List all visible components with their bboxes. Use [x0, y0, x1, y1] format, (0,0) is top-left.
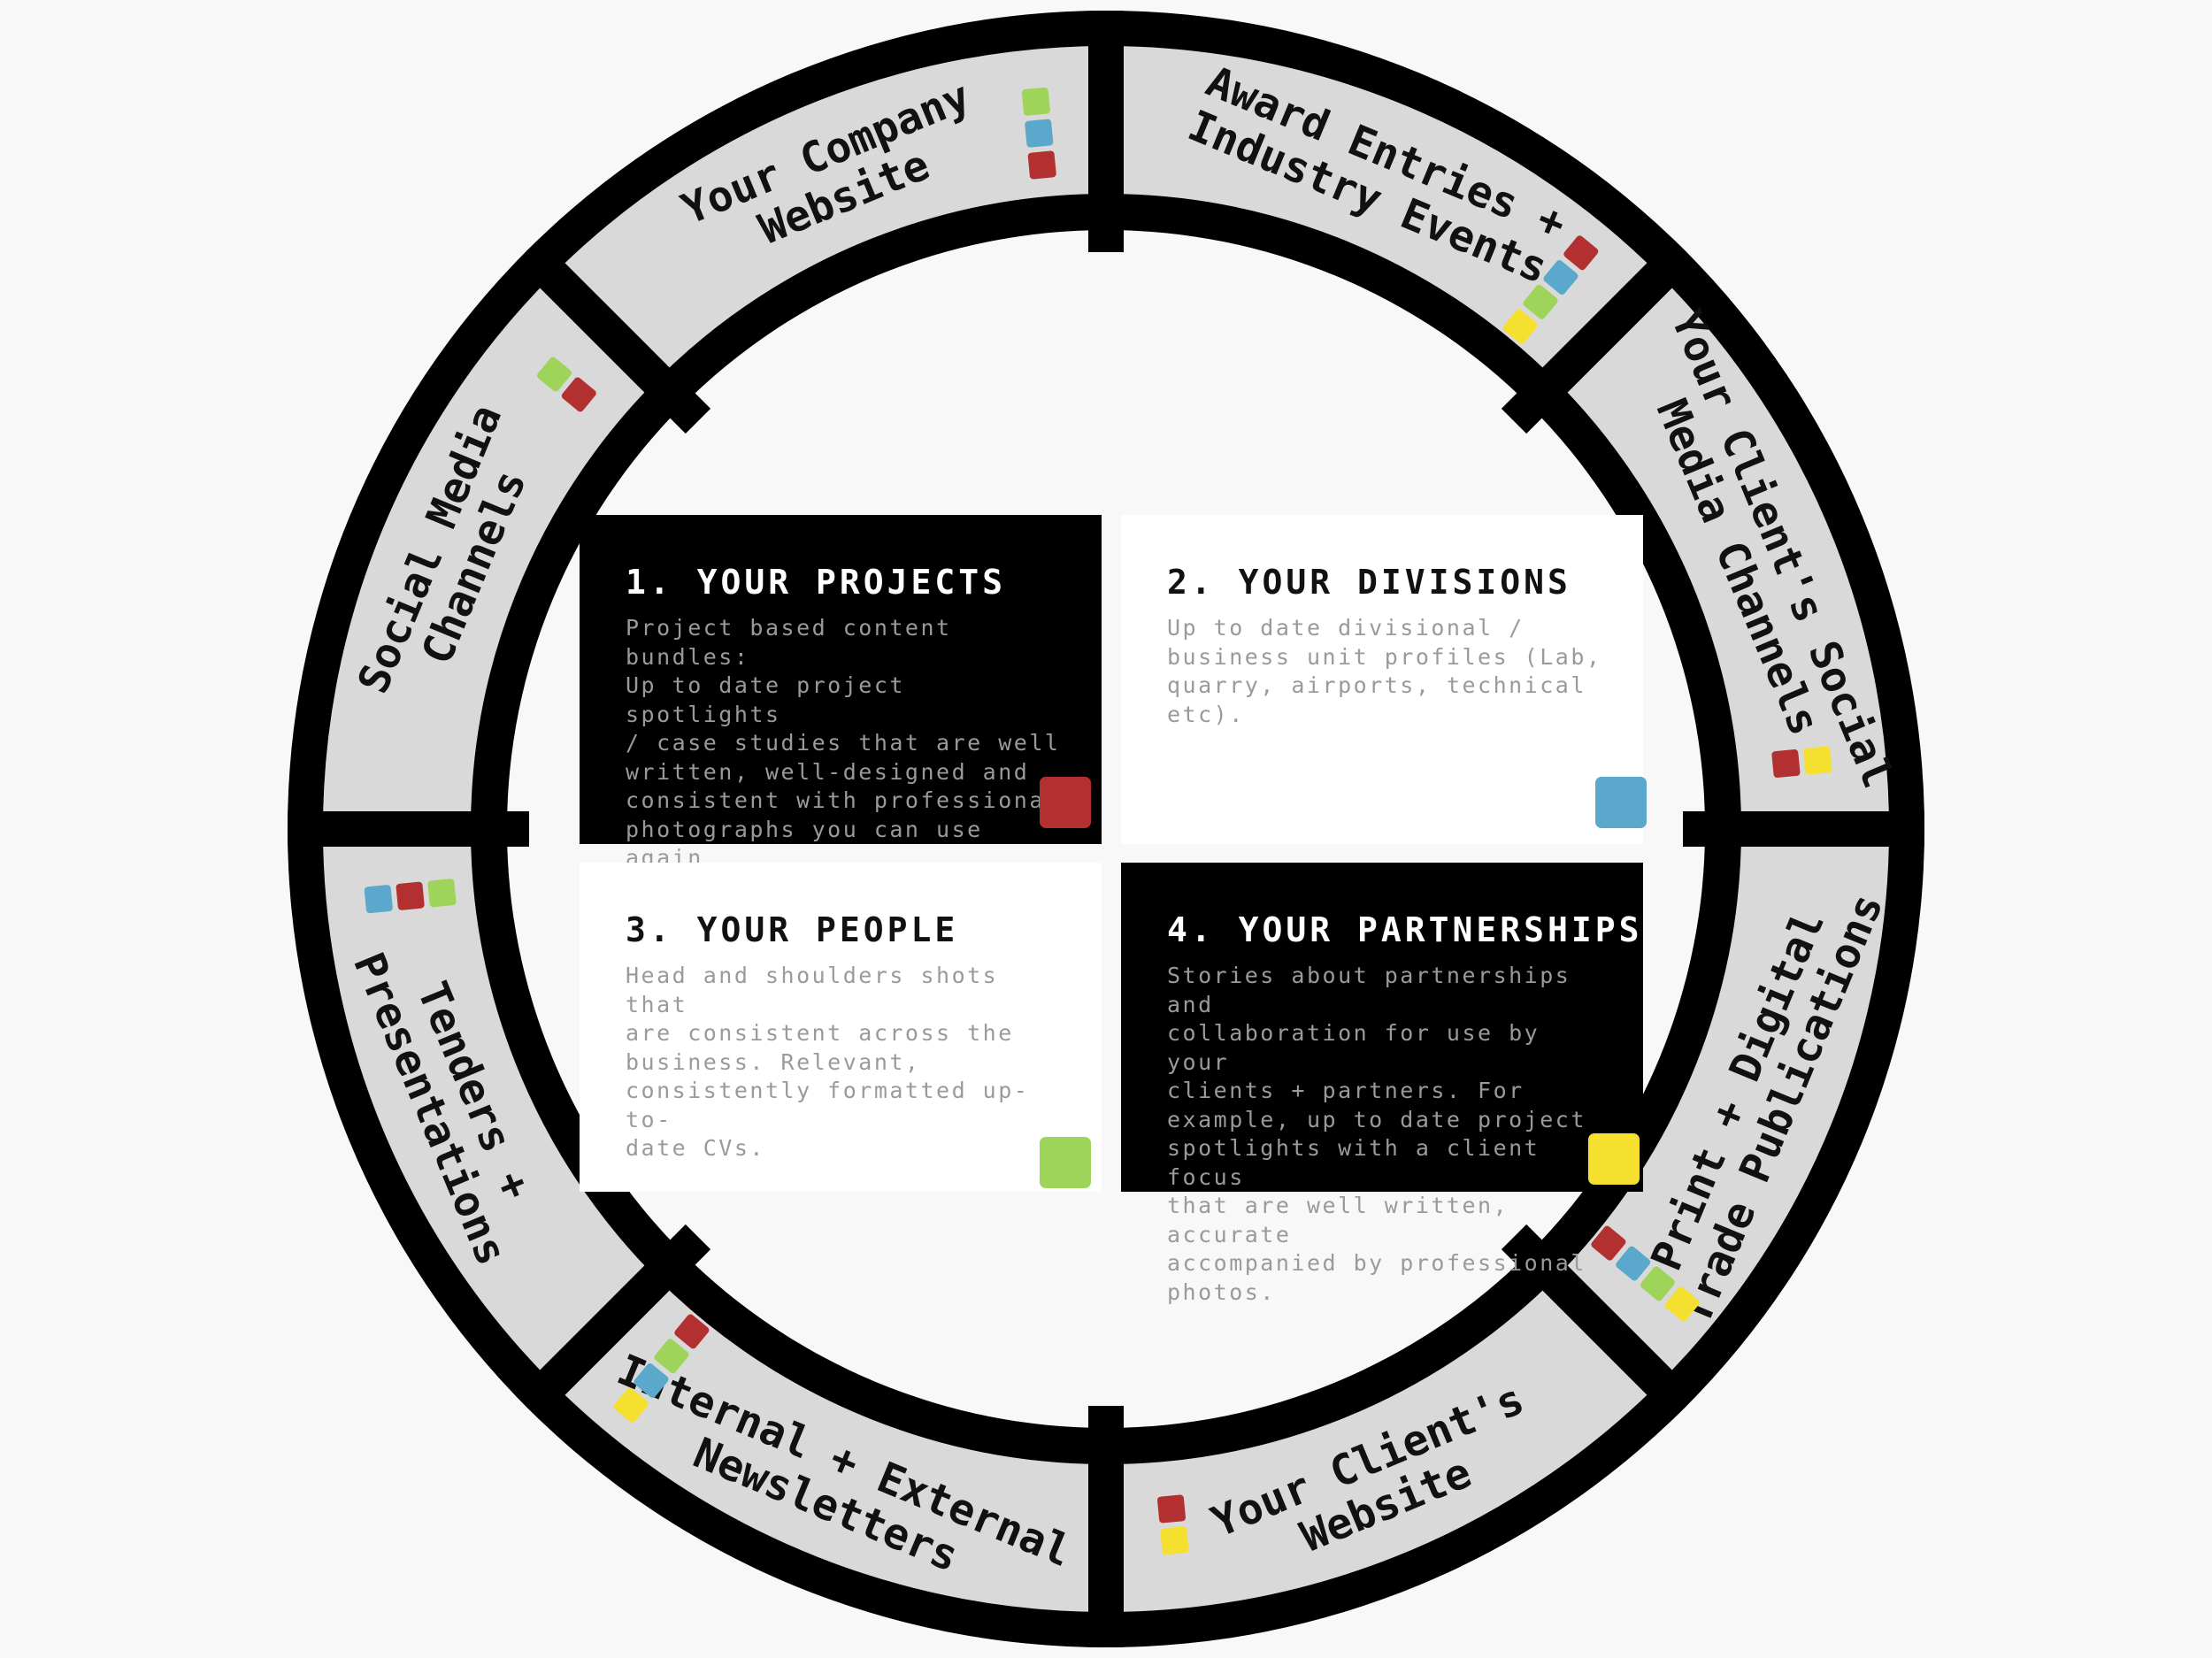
- green-color-chip: [1640, 1266, 1675, 1301]
- red-color-chip: [674, 1314, 710, 1349]
- green-color-chip: [1523, 284, 1558, 319]
- yellow-color-chip: [613, 1387, 649, 1423]
- card-your-partnerships: 4. YOUR PARTNERSHIPS Stories about partn…: [1121, 863, 1643, 1305]
- card-title: 4. YOUR PARTNERSHIPS: [1167, 910, 1643, 949]
- card-description: Up to date divisional / business unit pr…: [1167, 615, 1602, 727]
- segment-color-chips: [537, 357, 596, 412]
- green-color-chip: [1021, 87, 1050, 116]
- red-color-chip: [1771, 749, 1801, 779]
- yellow-color-chip: [1664, 1286, 1700, 1322]
- segment-divider: [288, 811, 529, 847]
- segment-color-chips: [1591, 1225, 1700, 1322]
- blue-color-chip: [1025, 119, 1054, 148]
- segment-divider: [1683, 811, 1924, 847]
- blue-color-chip: [1595, 777, 1647, 828]
- yellow-color-chip: [1160, 1526, 1189, 1555]
- card-description: Stories about partnerships and collabora…: [1167, 963, 1586, 1305]
- yellow-color-chip: [1502, 309, 1538, 344]
- segment-divider: [511, 1224, 711, 1424]
- green-color-chip: [654, 1339, 689, 1374]
- segment-divider: [1088, 11, 1124, 252]
- red-color-chip: [1040, 777, 1091, 828]
- blue-color-chip: [1616, 1246, 1651, 1281]
- card-title: 3. YOUR PEOPLE: [626, 910, 959, 949]
- card-your-people: 3. YOUR PEOPLE Head and shoulders shots …: [580, 863, 1102, 1192]
- segment-divider: [1501, 234, 1701, 434]
- red-color-chip: [1591, 1225, 1626, 1261]
- blue-color-chip: [1543, 260, 1578, 296]
- card-title: 2. YOUR DIVISIONS: [1167, 563, 1571, 602]
- red-color-chip: [561, 377, 596, 412]
- blue-color-chip: [364, 885, 393, 914]
- segment-color-chips: [1156, 1494, 1189, 1555]
- card-your-divisions: 2. YOUR DIVISIONS Up to date divisional …: [1121, 515, 1647, 844]
- segment-divider: [1088, 1406, 1124, 1647]
- segment-color-chips: [613, 1314, 710, 1423]
- segment-color-chips: [1771, 746, 1832, 779]
- green-color-chip: [537, 357, 572, 392]
- yellow-color-chip: [1803, 746, 1832, 775]
- green-color-chip: [1040, 1137, 1091, 1188]
- card-title: 1. YOUR PROJECTS: [626, 563, 1007, 602]
- segment-color-chips: [364, 879, 457, 914]
- red-color-chip: [1563, 235, 1599, 271]
- red-color-chip: [396, 881, 425, 910]
- segment-color-chips: [1502, 235, 1599, 344]
- blue-color-chip: [634, 1362, 669, 1398]
- yellow-color-chip: [1588, 1133, 1640, 1185]
- green-color-chip: [427, 879, 457, 908]
- red-color-chip: [1027, 150, 1056, 180]
- card-description: Head and shoulders shots that are consis…: [626, 963, 1030, 1161]
- segment-divider: [1501, 1224, 1701, 1424]
- segment-divider: [511, 234, 711, 434]
- card-your-projects: 1. YOUR PROJECTS Project based content b…: [580, 515, 1102, 900]
- segment-color-chips: [1021, 87, 1056, 180]
- red-color-chip: [1156, 1494, 1186, 1524]
- card-description: Project based content bundles: Up to dat…: [626, 615, 1061, 900]
